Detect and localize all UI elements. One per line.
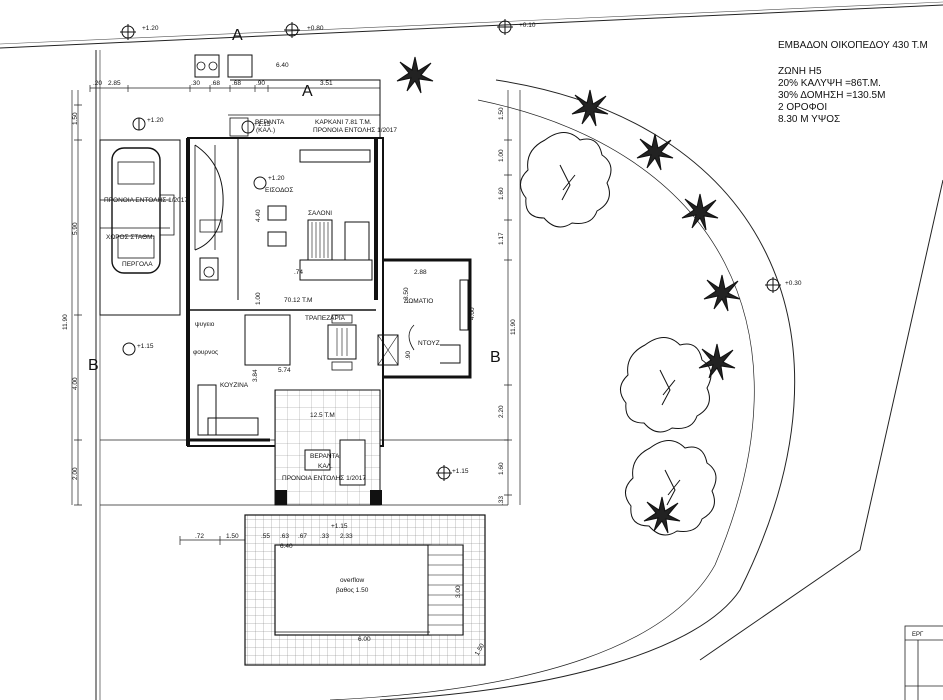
dimension-label: 4.00 [469, 307, 476, 320]
house-walls [186, 79, 472, 447]
room-label: ΒΕΡΑΝΤΑ [310, 453, 340, 460]
section-mark: B [490, 349, 501, 366]
zone-line: 20% ΚΑΛΥΨΗ =86Τ.Μ. [778, 78, 881, 89]
area-label: 70.12 T.M [284, 297, 312, 304]
dimension-label: 2.33 [340, 533, 353, 540]
zone-line: 8.30 Μ ΥΨΟΣ [778, 114, 841, 125]
level-label: +1.15 [452, 468, 469, 475]
dimension-label: 6.40 [276, 62, 289, 69]
dimension-label: .72 [195, 533, 204, 540]
dimension-label: 11.90 [62, 314, 69, 330]
level-label: +1.15 [137, 343, 154, 350]
room-label: ΚΟΥΖΙΝΑ [220, 382, 249, 389]
level-label: +1.20 [142, 25, 159, 32]
dimension-label: 5.74 [278, 367, 291, 374]
zone-line: ΖΩΝΗ Η5 [778, 66, 822, 77]
room-note: ΚΑΡΚΑΝΙ 7.81 Τ.Μ. [315, 119, 372, 126]
area-label: 12.5 T.M [310, 412, 335, 419]
dimension-lines [71, 85, 521, 545]
column-marker [370, 490, 382, 505]
room-label: ΧΩΡΟΣ ΣΤΑΘΜ. [106, 234, 155, 241]
swimming-pool [244, 514, 486, 666]
plot-area-label: ΕΜΒΑΔΟΝ ΟΙΚΟΠΕΔΟΥ 430 Τ.Μ [778, 40, 928, 51]
dimension-label: .67 [298, 533, 307, 540]
dimension-label: 2.85 [108, 80, 121, 87]
title-block-label: ΕΡΓ [912, 632, 924, 638]
room-label: ΣΑΛΟΝΙ [308, 210, 332, 217]
dimension-label: .63 [280, 533, 289, 540]
dimension-label: 3.84 [252, 369, 259, 382]
dimension-label: 11.90 [510, 319, 517, 335]
dimension-label: 1.00 [498, 149, 505, 162]
dimension-label: 2.00 [72, 467, 79, 480]
room-label: ΚΑΛ. [318, 463, 333, 470]
dimension-label: .33 [320, 533, 329, 540]
room-label: ΤΡΑΠΕΖΑΡΙΑ [305, 315, 346, 322]
room-note: ΠΡΟΝΟΙΑ ΕΝΤΟΛΗΣ 1/2017 [313, 127, 397, 134]
zone-info: ΖΩΝΗ Η5 20% ΚΑΛΥΨΗ =86Τ.Μ. 30% ΔΟΜΗΣΗ =1… [778, 66, 885, 126]
dimension-label: 3.50 [403, 287, 410, 300]
level-label: +1.15 [331, 523, 348, 530]
level-label: +0.10 [519, 22, 536, 29]
dimension-label: 3.00 [455, 585, 462, 598]
dimension-label: .33 [498, 496, 505, 505]
section-mark: B [88, 357, 99, 374]
dimension-label: 5.90 [72, 222, 79, 235]
room-label: (ΚΑΛ.) [256, 127, 275, 134]
dimension-label: 2.88 [414, 269, 427, 276]
dimension-label: 1.17 [498, 232, 505, 245]
dimension-label: .74 [294, 269, 303, 276]
room-label: ΕΙΣΟΔΟΣ [265, 187, 293, 194]
trees [396, 56, 741, 536]
dimension-label: 2.20 [498, 405, 505, 418]
car-parking [99, 54, 253, 316]
dimension-label: .90 [256, 80, 265, 87]
dimension-label: 4.00 [72, 377, 79, 390]
section-mark: A [302, 83, 313, 100]
dimension-label: 1.60 [498, 187, 505, 200]
dimension-label: 4.40 [255, 209, 262, 222]
column-marker [275, 490, 287, 505]
pool-label: overflow [340, 577, 365, 584]
level-label: +1.20 [268, 175, 285, 182]
title-block-frame [904, 625, 943, 700]
veranda-tiled-area [274, 389, 381, 506]
level-markers [120, 19, 781, 537]
dimension-label: 1.00 [255, 292, 262, 305]
zone-line: 2 ΟΡΟΦΟΙ [778, 102, 828, 113]
dimension-label: .20 [93, 80, 102, 87]
dimension-label: .68 [211, 80, 220, 87]
room-label: ψυγειο [195, 321, 215, 328]
dimension-label: .90 [405, 351, 412, 360]
room-label: ΝΤΟΥΖ [418, 340, 440, 347]
dimension-label: 6.00 [358, 636, 371, 643]
dimension-label: .30 [191, 80, 200, 87]
dimension-label: 3.51 [320, 80, 333, 87]
pool-label: βαθος 1.50 [336, 587, 369, 594]
dimension-label: .55 [261, 533, 270, 540]
dimension-label: 1.50 [72, 112, 79, 125]
zone-line: 30% ΔΟΜΗΣΗ =130.5Μ [778, 90, 886, 101]
dimension-label: 1.50 [226, 533, 239, 540]
veranda-furniture [339, 439, 366, 486]
room-label: ΠΕΡΓΟΛΑ [122, 261, 153, 268]
dimension-label: 6.40 [280, 543, 293, 550]
dimension-label: 1.50 [498, 107, 505, 120]
room-label: φουρνος [193, 349, 218, 356]
section-mark: A [232, 27, 243, 44]
veranda-furniture [304, 449, 331, 471]
room-label: ΔΩΜΑΤΙΟ [404, 298, 433, 305]
room-note: ΠΡΟΝΟΙΑ ΕΝΤΟΛΗΣ 1/2017 [282, 475, 366, 482]
drawing-labels: +1.20 +0.80 +0.10 +1.20 +1.15 +1.20 +1.1… [62, 22, 924, 657]
room-label: ΒΕΡΑΝΤΑ [255, 119, 285, 126]
level-label: +1.15 [254, 121, 271, 128]
dimension-label: .68 [232, 80, 241, 87]
level-label: +0.30 [785, 280, 802, 287]
level-label: +1.20 [147, 117, 164, 124]
dimension-label: 1.60 [498, 462, 505, 475]
room-note: ΠΡΟΝΟΙΑ ΕΝΤΟΛΗΣ 1/2017 [104, 197, 188, 204]
level-label: +0.80 [307, 25, 324, 32]
